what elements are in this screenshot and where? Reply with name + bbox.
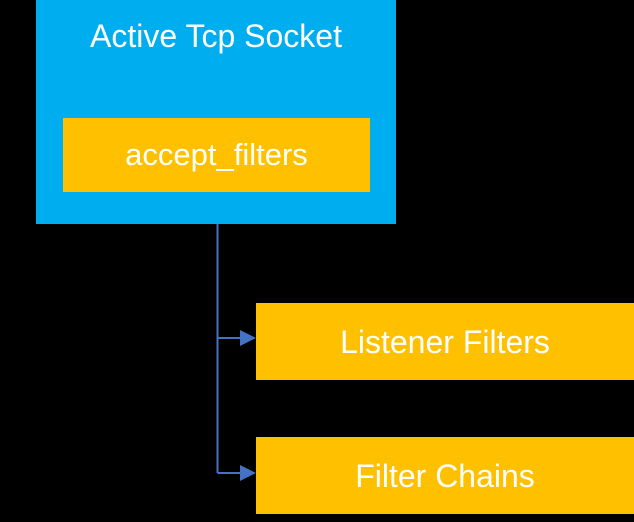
node-active-tcp-socket-label: Active Tcp Socket — [90, 18, 342, 54]
node-listener-filters-label: Listener Filters — [340, 323, 550, 360]
node-accept-filters[interactable]: accept_filters — [63, 118, 370, 192]
node-filter-chains-label: Filter Chains — [355, 457, 535, 494]
node-listener-filters[interactable]: Listener Filters — [256, 303, 634, 380]
node-active-tcp-socket[interactable]: Active Tcp Socket accept_filters — [36, 0, 396, 224]
arrowhead-icon-listener-filters — [240, 330, 256, 346]
node-filter-chains[interactable]: Filter Chains — [256, 437, 634, 514]
arrowhead-icon-filter-chains — [240, 465, 256, 481]
node-accept-filters-label: accept_filters — [125, 137, 308, 172]
